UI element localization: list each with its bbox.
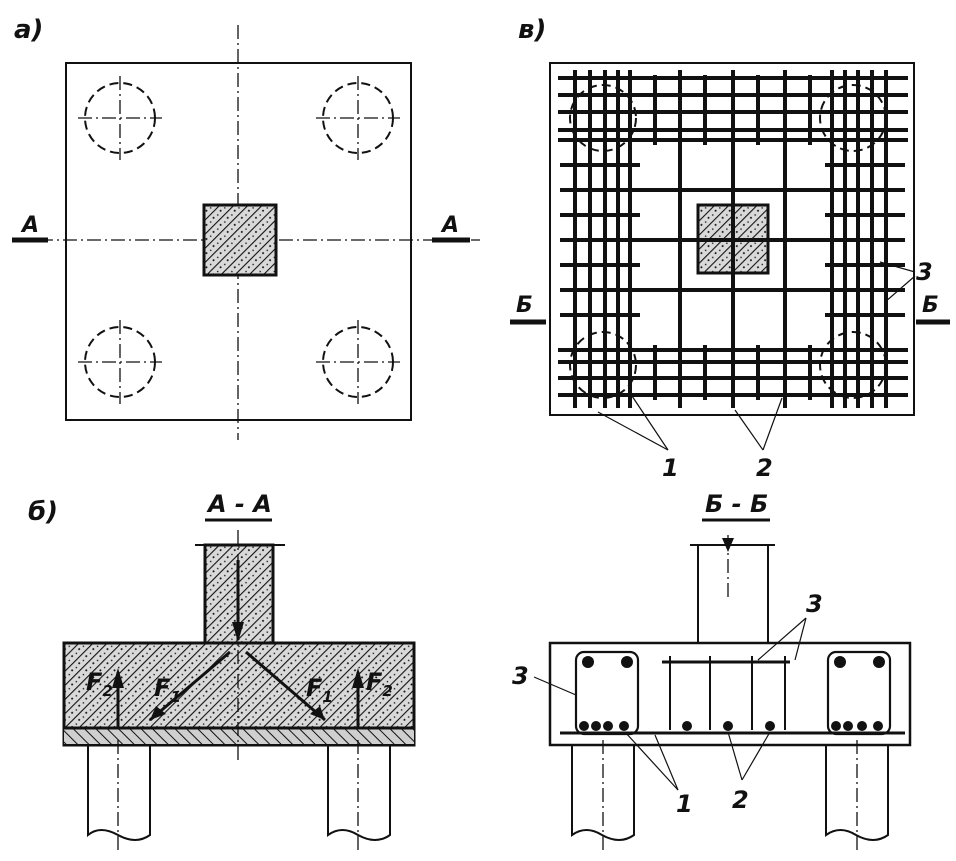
leader-2a	[734, 409, 764, 451]
leader-2b	[762, 397, 783, 451]
callout-3-plan: 3	[916, 258, 933, 286]
section-b-right-label: Б	[922, 293, 939, 318]
force-arrows	[112, 560, 364, 728]
callout-3-section-left: 3	[512, 662, 529, 690]
panel-b-label: б)	[28, 497, 58, 527]
force-f2-left: F2	[86, 668, 113, 700]
leader-3b	[884, 275, 916, 303]
section-aa-title: А - А	[206, 490, 272, 518]
force-f1-right: F1	[306, 674, 333, 706]
panel-a-label: а)	[14, 15, 43, 45]
leader-2-section-b	[741, 731, 771, 781]
callout-1-plan: 1	[662, 454, 679, 482]
leader-1-section-b	[654, 734, 679, 791]
column-section	[202, 203, 278, 277]
section-bb-title: Б - Б	[705, 490, 768, 518]
leader-3a	[879, 261, 916, 273]
column-bb	[697, 544, 769, 644]
force-f1-left: F1	[154, 674, 181, 706]
leader-1b	[631, 395, 669, 451]
pilecap-outline-v	[549, 62, 915, 416]
leader-2-section-a	[727, 731, 743, 781]
leader-3-top-a	[757, 617, 807, 661]
callout-2-section: 2	[732, 786, 749, 814]
panel-v-label: в)	[518, 15, 546, 45]
leader-3-top-b	[794, 617, 807, 661]
vertical-bars	[573, 70, 888, 408]
pile-bottom-right	[316, 320, 400, 404]
section-bb: Б - Б	[512, 490, 912, 850]
pile-top-left	[78, 76, 162, 160]
leader-3-left	[533, 676, 577, 696]
section-b-left-label: Б	[516, 293, 533, 318]
callout-3-section-top: 3	[806, 590, 823, 618]
pile-top-right	[316, 76, 400, 160]
rebar-dots	[579, 656, 885, 731]
pile-aa-right	[327, 740, 391, 850]
callout-2-plan: 2	[756, 454, 773, 482]
leader-1a	[597, 411, 669, 451]
bottom-reinforcement-band	[64, 728, 414, 744]
leader-1-section-a	[624, 731, 679, 791]
pile-dashed-br	[819, 331, 887, 399]
callout-1-section: 1	[676, 790, 693, 818]
section-a-left-label: А	[20, 213, 39, 238]
pile-bottom-left	[78, 320, 162, 404]
slab-bb	[548, 641, 912, 747]
section-a-right-label: А	[440, 213, 459, 238]
pile-bb-left	[571, 740, 635, 850]
panel-v-reinforcement-plan: в)	[510, 15, 950, 482]
pile-bb-right	[825, 740, 889, 850]
pile-aa-left	[87, 740, 151, 850]
force-f2-right: F2	[366, 668, 393, 700]
panel-b-section-aa: б) А - А	[28, 490, 416, 850]
panel-a-plan: а) А А	[12, 15, 480, 440]
